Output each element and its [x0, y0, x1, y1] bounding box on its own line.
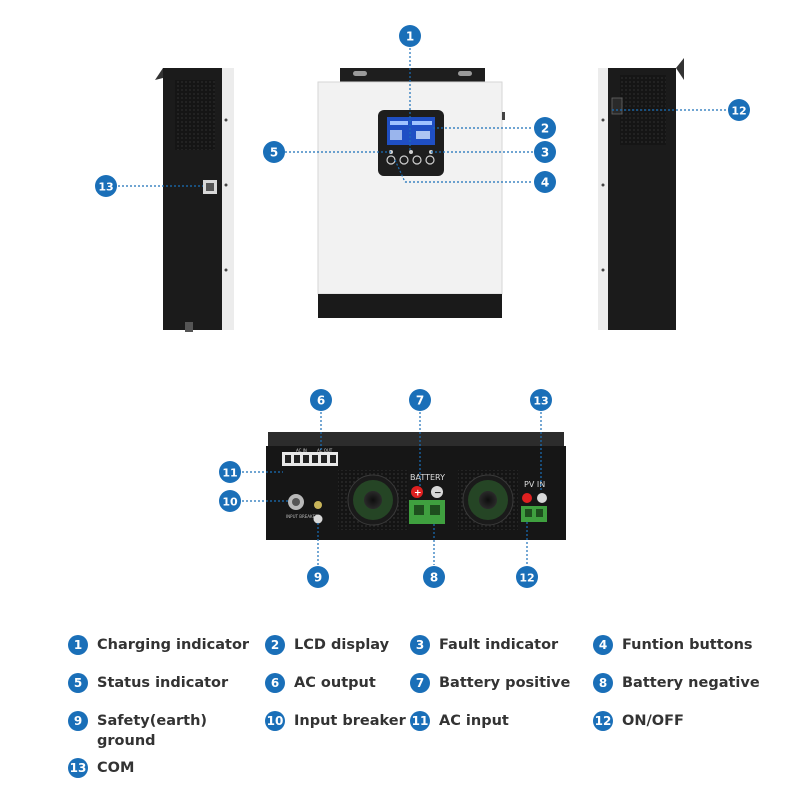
legend-item: 1 Charging indicator — [68, 635, 249, 655]
svg-text:12: 12 — [519, 572, 534, 585]
led-charging — [409, 150, 413, 154]
callout-4: 4 — [534, 171, 556, 193]
legend-label: AC output — [294, 675, 376, 691]
legend-number: 13 — [68, 758, 88, 778]
leader-lines — [118, 48, 727, 565]
svg-text:−: − — [434, 489, 442, 499]
battery-negative-marker — [431, 486, 443, 498]
legend-item: 10 Input breaker — [265, 711, 406, 731]
callout-12-bottom: 12 — [516, 566, 538, 588]
legend-number: 9 — [68, 711, 88, 731]
svg-text:5: 5 — [270, 146, 278, 160]
svg-text:9: 9 — [314, 571, 322, 585]
svg-text:2: 2 — [541, 122, 549, 136]
svg-text:11: 11 — [222, 467, 237, 480]
legend-number: 3 — [410, 635, 430, 655]
callout-1: 1 — [399, 25, 421, 47]
legend-number: 2 — [265, 635, 285, 655]
legend-number: 11 — [410, 711, 430, 731]
fan-right — [458, 470, 518, 530]
legend-label: Input breaker — [294, 713, 406, 729]
legend-item: 3 Fault indicator — [410, 635, 558, 655]
battery-label: BATTERY — [410, 473, 445, 482]
input-breaker-label: INPUT BREAKER — [286, 514, 318, 519]
legend-item: 5 Status indicator — [68, 673, 228, 693]
legend-item: 2 LCD display — [265, 635, 389, 655]
legend-number: 8 — [593, 673, 613, 693]
legend-label: Fault indicator — [439, 637, 559, 653]
svg-text:8: 8 — [430, 571, 438, 585]
callout-13-top: 13 — [95, 175, 117, 197]
legend-number: 10 — [265, 711, 285, 731]
legend-label: Battery positive — [439, 675, 571, 691]
svg-text:13: 13 — [98, 181, 113, 194]
button-3[interactable] — [412, 155, 422, 165]
legend-number: 5 — [68, 673, 88, 693]
svg-text:+: + — [414, 489, 422, 499]
svg-text:7: 7 — [416, 394, 424, 408]
legend-item: 13 COM — [68, 758, 134, 778]
pv-in-label: PV IN — [524, 480, 545, 489]
legend-item: 8 Battery negative — [593, 673, 760, 693]
legend-item: 7 Battery positive — [410, 673, 570, 693]
legend-label: Funtion buttons — [622, 637, 753, 653]
callout-3: 3 — [534, 141, 556, 163]
legend-label: Battery negative — [622, 675, 760, 691]
callout-5: 5 — [263, 141, 285, 163]
callout-6: 6 — [310, 389, 332, 411]
legend-label: COM — [97, 760, 135, 776]
pv-negative-marker — [537, 493, 547, 503]
callout-10: 10 — [219, 490, 241, 512]
battery-positive-marker — [411, 486, 423, 498]
button-4[interactable] — [425, 155, 435, 165]
legend-label: LCD display — [294, 637, 390, 653]
svg-text:13: 13 — [533, 395, 548, 408]
legend-item: 4 Funtion buttons — [593, 635, 753, 655]
callout-13-bottom: 13 — [530, 389, 552, 411]
legend-number: 7 — [410, 673, 430, 693]
legend-label: ON/OFF — [622, 713, 684, 729]
legend-item: 9 Safety(earth) ground — [68, 711, 207, 751]
legend-number: 1 — [68, 635, 88, 655]
legend-number: 6 — [265, 673, 285, 693]
legend-label: Charging indicator — [97, 637, 250, 653]
legend-label: Status indicator — [97, 675, 229, 691]
right-side-view — [598, 58, 684, 330]
on-off-switch — [611, 97, 623, 115]
front-view — [317, 68, 505, 318]
ground-terminal — [314, 501, 322, 509]
svg-text:6: 6 — [317, 394, 325, 408]
button-2[interactable] — [399, 155, 409, 165]
left-side-view — [155, 68, 234, 332]
fan-left — [338, 470, 408, 530]
legend-label: AC input — [439, 713, 509, 729]
bottom-view: AC IN AC OUT INPUT BREAKER BATTERY + − — [266, 432, 566, 540]
legend-number: 4 — [593, 635, 613, 655]
legend-item: 11 AC input — [410, 711, 509, 731]
legend: 1 Charging indicator 2 LCD display 3 Fau… — [0, 625, 800, 800]
callout-11: 11 — [219, 461, 241, 483]
svg-text:1: 1 — [406, 30, 414, 44]
pv-terminal-block — [521, 506, 547, 522]
ac-out-label: AC OUT — [317, 448, 333, 453]
callout-2: 2 — [534, 117, 556, 139]
legend-item: 12 ON/OFF — [593, 711, 684, 731]
callout-8: 8 — [423, 566, 445, 588]
svg-text:10: 10 — [222, 496, 238, 509]
legend-item: 6 AC output — [265, 673, 376, 693]
callout-12-top: 12 — [728, 99, 750, 121]
svg-text:12: 12 — [731, 105, 746, 118]
svg-text:4: 4 — [541, 176, 549, 190]
mounting-bracket — [340, 68, 485, 82]
callouts: 1 2 3 4 5 13 12 6 7 13 11 10 9 8 12 — [95, 25, 750, 588]
callout-9: 9 — [307, 566, 329, 588]
legend-number: 12 — [593, 711, 613, 731]
svg-text:3: 3 — [541, 146, 549, 160]
callout-7: 7 — [409, 389, 431, 411]
legend-label: Safety(earth) ground — [97, 713, 208, 749]
ac-in-label: AC IN — [296, 448, 307, 453]
pv-positive-marker — [522, 493, 532, 503]
